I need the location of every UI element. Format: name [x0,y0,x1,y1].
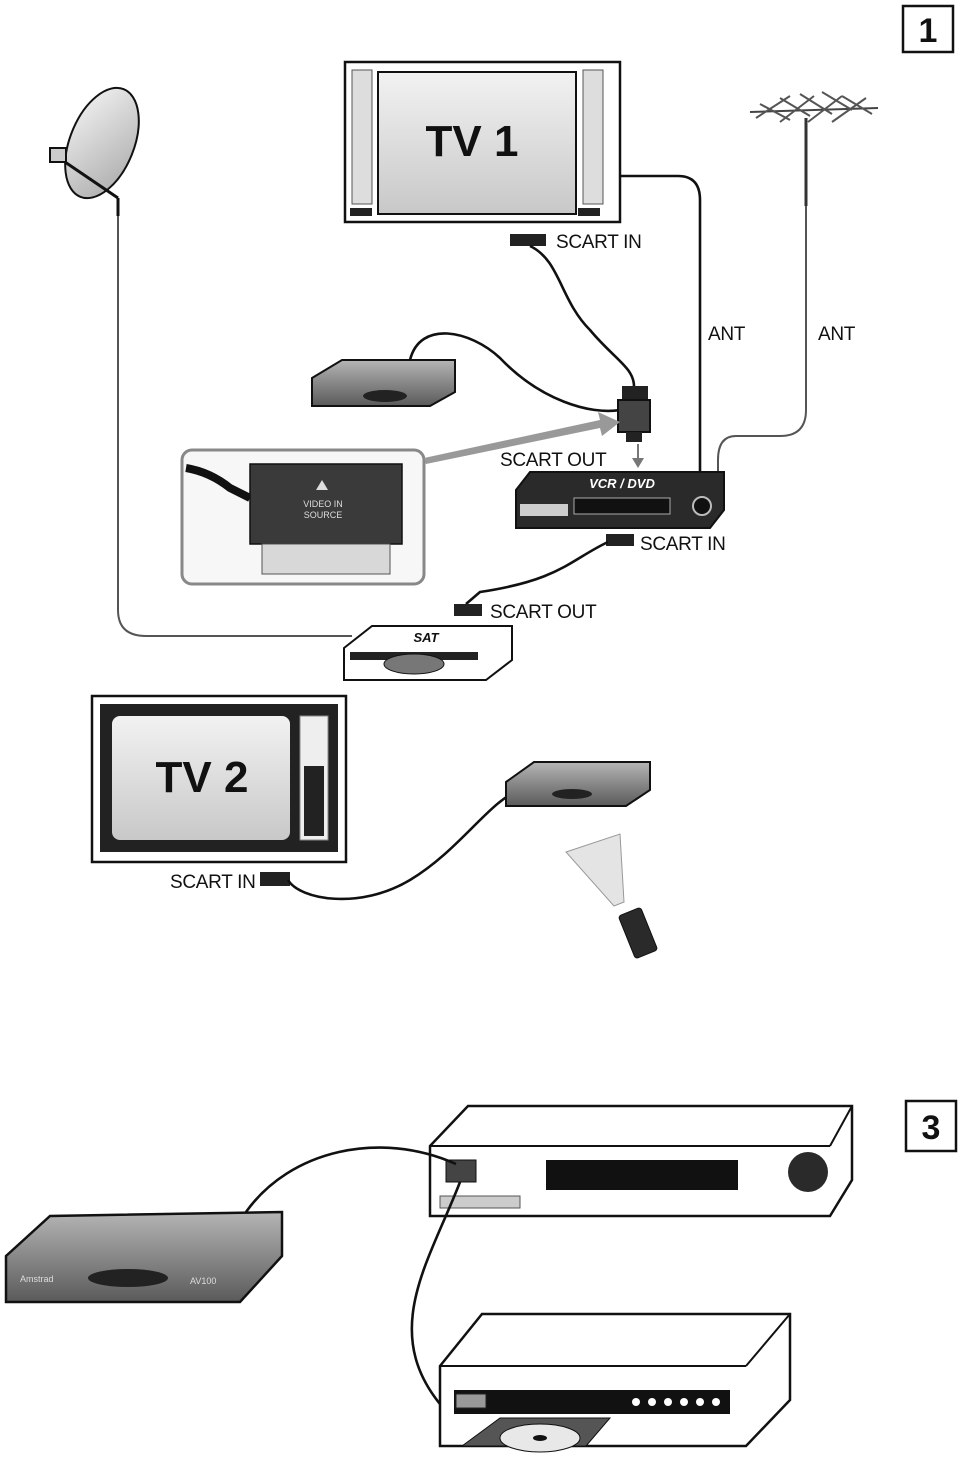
tv2-screen-label: TV 2 [156,753,249,802]
roof-ant-label: ANT [818,324,856,345]
tv2-scart-plug-icon [260,872,290,886]
tv1-scart-cable [529,244,636,389]
tv2-receiver-cable [286,788,521,901]
tv1-scart-plug-icon [510,234,546,246]
adapter-inset-photo: VIDEO IN SOURCE [180,448,426,586]
sat-scart-plug-icon [454,604,482,616]
panel-3: 3 Amstrad AV100 [4,1099,958,1453]
svg-text:3: 3 [922,1109,941,1147]
tv2-scart-in-label: SCART IN [170,872,256,893]
roof-antenna-icon [749,91,879,206]
panel-number-badge-3: 3 [904,1099,958,1153]
dish-cable [117,216,352,637]
receiver-to-vcr-cable [244,1146,457,1213]
tv2-icon: TV 2 [90,694,348,864]
sat-scart-out-label: SCART OUT [490,602,597,623]
tv1-scart-in-label: SCART IN [556,232,642,253]
vcr-scart-plug-icon [606,534,634,546]
inset-text-line1: VIDEO IN [303,499,343,509]
tv2-receiver-box-icon [505,761,651,807]
panel-number-badge: 1 [901,4,955,54]
tv1-antenna-cable [620,174,702,472]
vcr-dvd-icon: VCR / DVD [515,471,725,529]
dvd-player-icon [438,1312,792,1453]
receiver-model: AV100 [190,1276,216,1286]
sat-receiver-icon: SAT [343,625,513,681]
vcr-scart-in-label: SCART IN [640,534,726,555]
inset-pointer-arrow-icon [424,412,620,464]
receiver-cable [408,332,621,413]
vcr-device-label: VCR / DVD [589,476,655,491]
tv1-ant-label: ANT [708,324,746,345]
scart-adapter-icon [617,386,651,442]
sat-device-label: SAT [413,630,439,645]
panel-1: 1 [49,4,955,959]
adapter-scart-out-label: SCART OUT [500,450,607,471]
remote-control-icon [565,833,658,959]
svg-text:1: 1 [919,12,938,50]
inset-text-line2: SOURCE [304,510,343,520]
vcr-sat-cable [465,540,609,605]
receiver-brand: Amstrad [20,1274,54,1284]
roof-antenna-cable [717,206,807,472]
tv1-icon: TV 1 [343,60,622,224]
vcr-player-icon [428,1104,854,1218]
satellite-dish-icon [49,86,140,216]
adapter-arrowhead-icon [632,458,644,468]
tv1-screen-label: TV 1 [426,117,519,166]
amstrad-receiver-icon: Amstrad AV100 [4,1210,284,1304]
receiver-box-icon [311,359,456,407]
vcr-to-dvd-cable [410,1181,462,1405]
